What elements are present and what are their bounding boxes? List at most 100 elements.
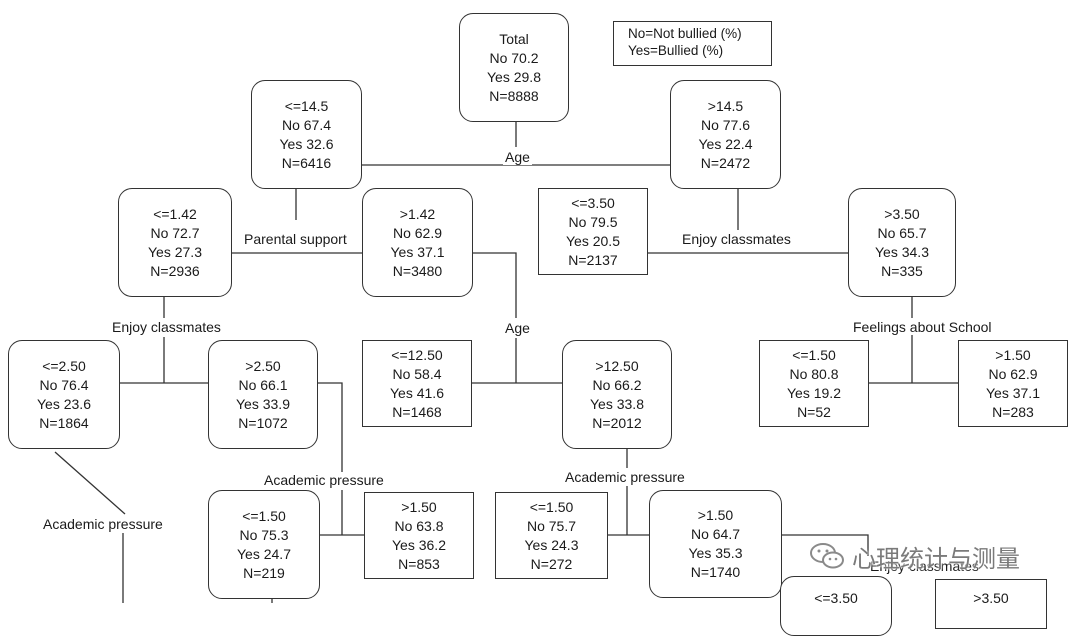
watermark: 心理统计与测量 — [808, 538, 1058, 574]
node-header: <=1.50 — [529, 498, 574, 515]
node-yes: Yes 36.2 — [392, 536, 446, 553]
node-n: N=3480 — [392, 262, 443, 279]
node-ec2-gt-2-50: >2.50 No 66.1 Yes 33.9 N=1072 — [208, 340, 318, 449]
node-n: N=2137 — [568, 251, 618, 268]
connector-ap1-path — [318, 382, 343, 472]
node-no: No 76.4 — [39, 376, 89, 393]
node-header: <=1.42 — [153, 205, 197, 222]
node-header: >1.42 — [399, 205, 436, 222]
node-no: No 63.8 — [394, 517, 444, 534]
watermark-text: 心理统计与测量 — [852, 545, 1020, 573]
connector-ap3-diag — [54, 451, 126, 515]
node-header: <=3.50 — [814, 590, 858, 606]
node-n: N=283 — [992, 403, 1034, 420]
node-no: No 58.4 — [392, 365, 442, 382]
node-ap1-le-1-50: <=1.50 No 75.3 Yes 24.7 N=219 — [208, 490, 320, 599]
node-no: No 64.7 — [690, 526, 741, 542]
node-ec1-le-3-50: <=3.50 No 79.5 Yes 20.5 N=2137 — [538, 188, 648, 275]
node-yes: Yes 33.9 — [236, 395, 290, 412]
node-n: N=2472 — [700, 154, 751, 171]
node-yes: Yes 24.7 — [237, 545, 291, 562]
legend-box: No=Not bullied (%) Yes=Bullied (%) — [613, 21, 772, 66]
node-age2-gt-12-50: >12.50 No 66.2 Yes 33.8 N=2012 — [562, 340, 672, 449]
node-no: No 75.7 — [526, 517, 577, 534]
node-total-n: N=8888 — [489, 87, 539, 104]
node-ec2-le-2-50: <=2.50 No 76.4 Yes 23.6 N=1864 — [8, 340, 120, 449]
node-no: No 62.9 — [392, 224, 443, 241]
split-label-enjoy-classmates-3: Enjoy classmates — [868, 558, 981, 574]
node-no: No 80.8 — [789, 365, 839, 382]
split-label-age: Age — [503, 149, 532, 165]
split-label-enjoy-classmates-2: Enjoy classmates — [110, 319, 223, 335]
node-total: Total No 70.2 Yes 29.8 N=8888 — [459, 13, 569, 122]
node-no: No 77.6 — [700, 116, 751, 133]
split-label-enjoy-classmates-1: Enjoy classmates — [680, 231, 793, 247]
node-age2-le-12-50: <=12.50 No 58.4 Yes 41.6 N=1468 — [362, 340, 472, 427]
split-label-parental-support: Parental support — [242, 231, 349, 247]
node-n: N=272 — [530, 555, 573, 572]
node-ec3-le-3-50: <=3.50 — [780, 576, 892, 636]
node-n: N=52 — [797, 403, 831, 420]
node-yes: Yes 24.3 — [524, 536, 579, 553]
node-yes: Yes 37.1 — [390, 243, 445, 260]
node-yes: Yes 19.2 — [787, 384, 841, 401]
split-label-academic-pressure-1: Academic pressure — [262, 472, 386, 488]
node-header: <=14.5 — [284, 97, 329, 114]
node-header: <=3.50 — [571, 194, 615, 211]
node-n: N=1864 — [39, 414, 89, 431]
node-yes: Yes 41.6 — [390, 384, 444, 401]
node-fs-gt-1-50: >1.50 No 62.9 Yes 37.1 N=283 — [958, 340, 1068, 427]
legend-no: No=Not bullied (%) — [628, 26, 742, 41]
node-n: N=853 — [398, 555, 440, 572]
node-header: <=12.50 — [391, 346, 443, 363]
node-no: No 65.7 — [877, 224, 927, 241]
node-n: N=1468 — [392, 403, 442, 420]
node-yes: Yes 37.1 — [986, 384, 1040, 401]
node-yes: Yes 22.4 — [698, 135, 753, 152]
node-no: No 66.2 — [592, 376, 642, 393]
node-no: No 75.3 — [239, 526, 289, 543]
split-label-feelings-about-school: Feelings about School — [851, 319, 994, 335]
node-ec3-gt-3-50: >3.50 — [935, 579, 1047, 629]
node-n: N=335 — [881, 262, 923, 279]
node-yes: Yes 20.5 — [566, 232, 620, 249]
node-no: No 72.7 — [150, 224, 200, 241]
node-yes: Yes 34.3 — [875, 243, 929, 260]
node-n: N=219 — [243, 564, 285, 581]
node-no: No 79.5 — [568, 213, 618, 230]
wechat-icon — [810, 543, 844, 569]
node-yes: Yes 33.8 — [590, 395, 644, 412]
node-ec1-gt-3-50: >3.50 No 65.7 Yes 34.3 N=335 — [848, 188, 956, 297]
node-yes: Yes 32.6 — [279, 135, 334, 152]
node-total-header: Total — [499, 30, 529, 47]
node-header: <=2.50 — [42, 357, 86, 374]
node-n: N=2012 — [592, 414, 642, 431]
node-header: >12.50 — [595, 357, 639, 374]
node-no: No 62.9 — [988, 365, 1038, 382]
node-ps-gt-1-42: >1.42 No 62.9 Yes 37.1 N=3480 — [362, 188, 473, 297]
node-ap2-le-1-50: <=1.50 No 75.7 Yes 24.3 N=272 — [495, 492, 608, 579]
node-ps-le-1-42: <=1.42 No 72.7 Yes 27.3 N=2936 — [118, 188, 232, 297]
node-yes: Yes 35.3 — [688, 545, 743, 561]
split-label-academic-pressure-2: Academic pressure — [563, 469, 687, 485]
legend-yes: Yes=Bullied (%) — [628, 43, 724, 58]
node-n: N=6416 — [281, 154, 332, 171]
connector-ec3-path — [782, 534, 869, 556]
node-total-yes: Yes 29.8 — [487, 68, 541, 85]
node-ap1-gt-1-50: >1.50 No 63.8 Yes 36.2 N=853 — [364, 492, 474, 579]
node-header: >1.50 — [401, 498, 437, 515]
node-no: No 66.1 — [238, 376, 288, 393]
node-yes: Yes 23.6 — [37, 395, 91, 412]
node-n: N=1072 — [238, 414, 288, 431]
node-header: >2.50 — [245, 357, 281, 374]
node-ap2-gt-1-50: >1.50 No 64.7 Yes 35.3 N=1740 — [649, 490, 782, 598]
node-fs-le-1-50: <=1.50 No 80.8 Yes 19.2 N=52 — [759, 340, 869, 427]
node-n: N=1740 — [690, 564, 741, 580]
node-header: >14.5 — [707, 97, 744, 114]
node-header: >3.50 — [884, 205, 920, 222]
node-header: >3.50 — [973, 590, 1009, 606]
node-header: >1.50 — [697, 507, 734, 523]
node-header: <=1.50 — [242, 507, 286, 524]
node-total-no: No 70.2 — [489, 49, 539, 66]
node-n: N=2936 — [150, 262, 200, 279]
